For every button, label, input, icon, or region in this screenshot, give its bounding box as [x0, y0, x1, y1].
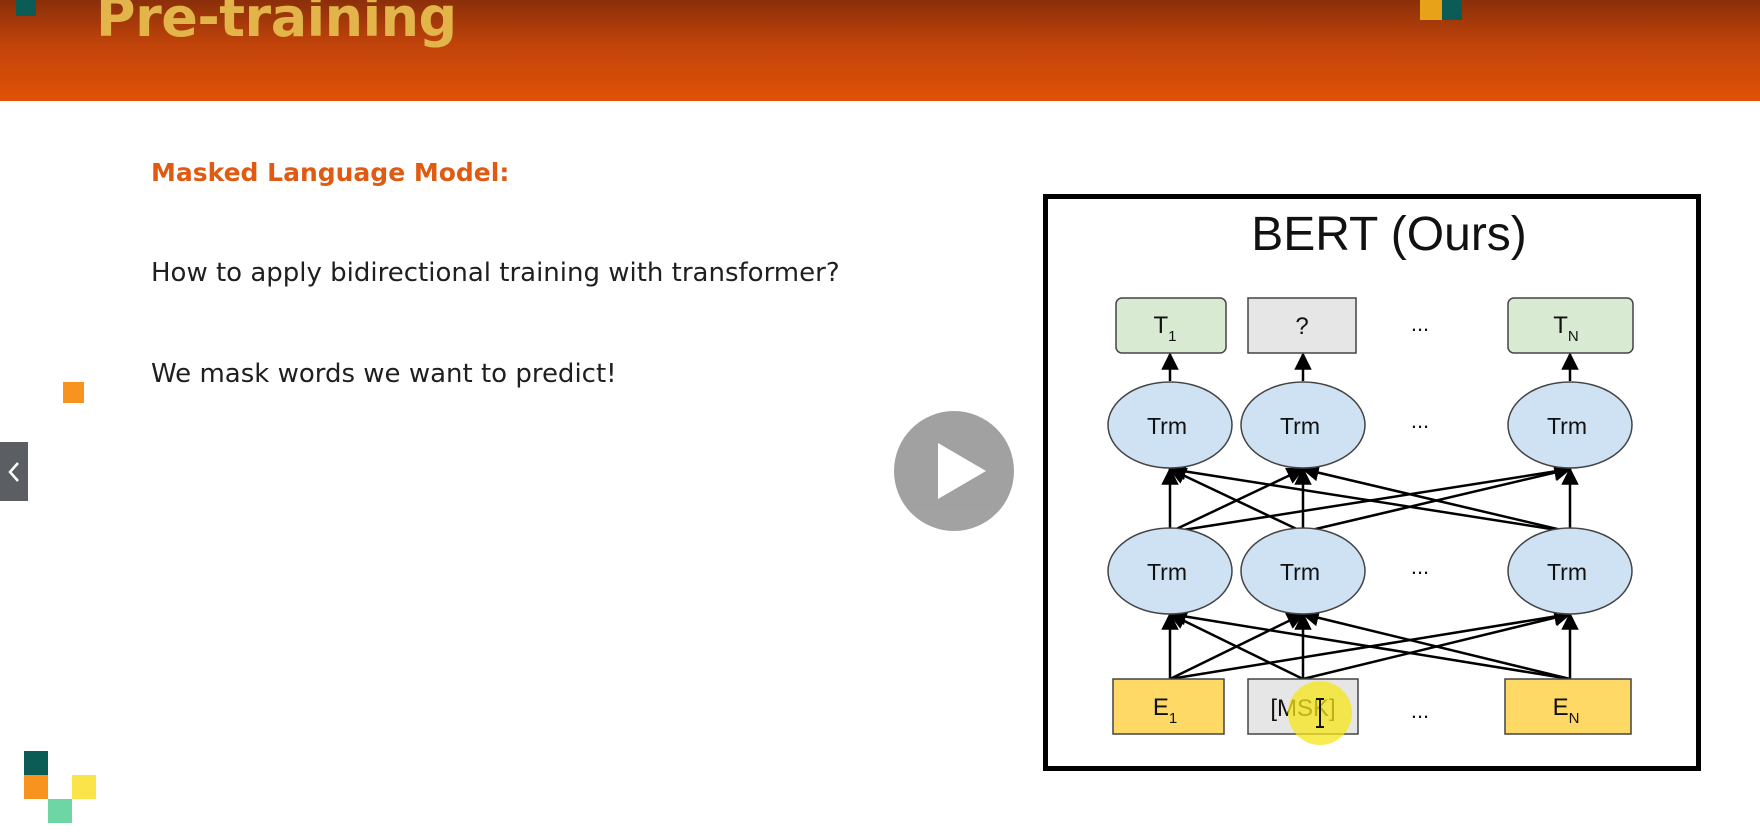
trm-node: Trm [1507, 381, 1633, 469]
svg-text:Trm: Trm [1147, 559, 1187, 585]
input-token-e1: E1 [1112, 678, 1225, 735]
layer-connections-lower [1161, 607, 1579, 681]
body-line-question: How to apply bidirectional training with… [151, 258, 840, 288]
svg-text:Trm: Trm [1547, 413, 1587, 439]
bert-diagram: BERT (Ours) [1043, 194, 1701, 771]
brand-logo [24, 751, 100, 823]
svg-text:?: ? [1295, 313, 1308, 340]
svg-text:T1: T1 [1153, 312, 1176, 345]
svg-text:Trm: Trm [1147, 413, 1187, 439]
slide-header: Pre-training [0, 0, 1760, 101]
header-decor-square [1442, 0, 1462, 20]
trm-ellipsis: ... [1411, 408, 1429, 433]
svg-text:TN: TN [1553, 312, 1579, 345]
trm-ellipsis: ... [1411, 554, 1429, 579]
svg-text:Trm: Trm [1280, 559, 1320, 585]
body-line-answer: We mask words we want to predict! [151, 359, 617, 389]
trm-node: Trm [1107, 527, 1233, 615]
output-token-t1: T1 [1115, 297, 1227, 354]
trm-node: Trm [1107, 381, 1233, 469]
prev-slide-button[interactable] [0, 442, 28, 501]
section-heading: Masked Language Model: [151, 158, 510, 187]
output-token-tn: TN [1507, 297, 1634, 354]
header-decor-square [16, 0, 36, 16]
input-ellipsis: ... [1411, 698, 1429, 723]
diagram-title: BERT (Ours) [1251, 208, 1527, 261]
trm-node: Trm [1240, 381, 1366, 469]
play-icon [938, 443, 986, 499]
output-arrows [1161, 352, 1579, 381]
svg-text:EN: EN [1553, 694, 1580, 727]
chevron-left-icon [8, 461, 19, 482]
trm-node: Trm [1240, 527, 1366, 615]
layer-connections-upper [1161, 462, 1579, 534]
bullet-square [63, 382, 84, 403]
svg-text:E1: E1 [1153, 694, 1177, 727]
trm-node: Trm [1507, 527, 1633, 615]
play-button[interactable] [894, 411, 1014, 531]
header-decor-square [1420, 0, 1442, 20]
slide-title: Pre-training [96, 0, 457, 49]
svg-text:Trm: Trm [1280, 413, 1320, 439]
text-cursor-icon [1316, 698, 1324, 728]
svg-text:Trm: Trm [1547, 559, 1587, 585]
output-ellipsis: ... [1411, 311, 1429, 336]
output-token-masked: ? [1247, 297, 1357, 354]
input-token-en: EN [1504, 678, 1632, 735]
